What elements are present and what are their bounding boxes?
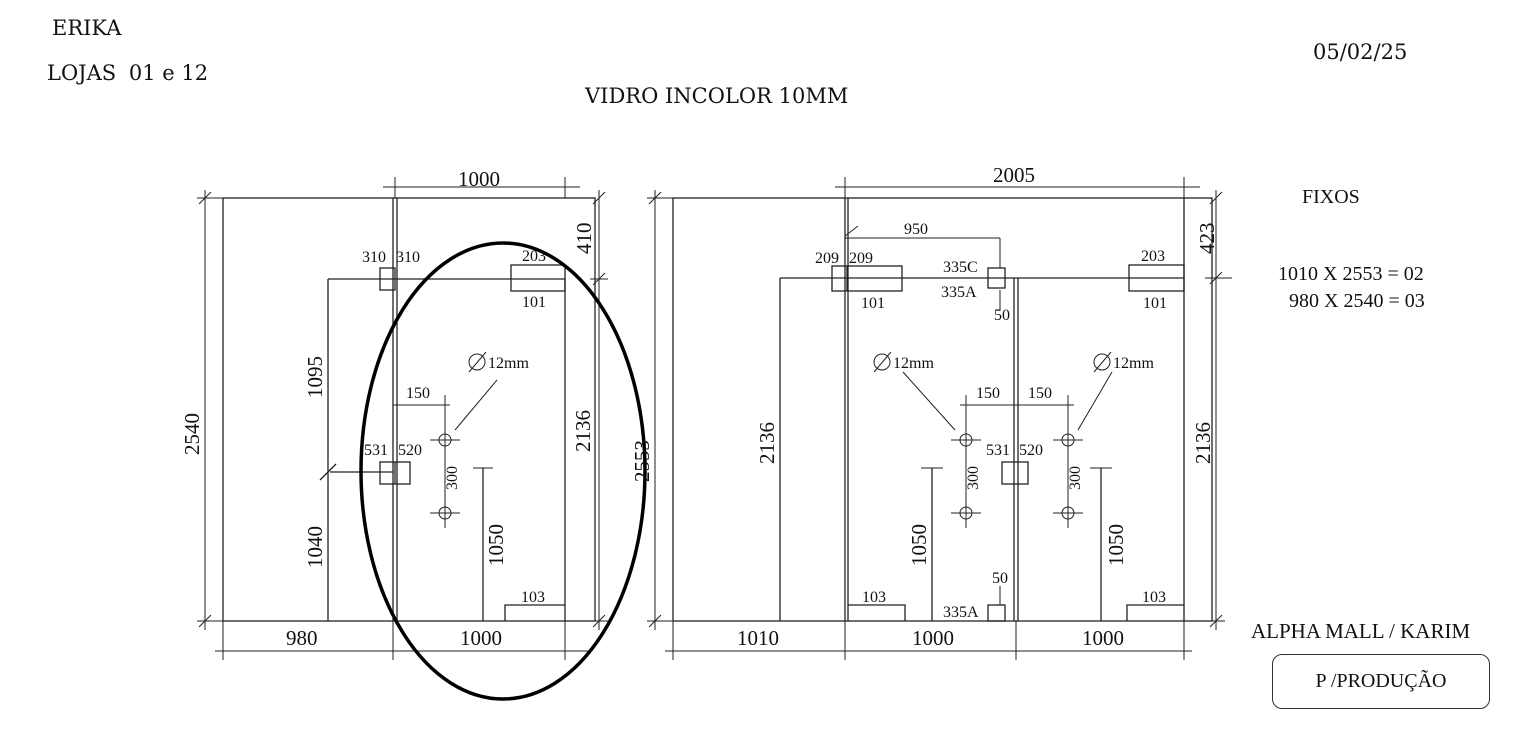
fitting-335a-bottom: 335A bbox=[943, 604, 979, 621]
right-panel-outline bbox=[672, 197, 1213, 622]
right-height-handle-left: 1050 bbox=[907, 524, 931, 566]
hole-spacing: 300 bbox=[444, 466, 461, 490]
stores-line: LOJAS 01 e 12 bbox=[47, 61, 208, 85]
fixed-title: FIXOS bbox=[1302, 186, 1360, 208]
fitting-520-right: 520 bbox=[1019, 442, 1043, 459]
diameter-icon bbox=[873, 353, 891, 371]
production-stamp: P /PRODUÇÃO bbox=[1272, 654, 1490, 709]
fitting-531: 531 bbox=[364, 442, 388, 459]
fitting-101: 101 bbox=[522, 294, 546, 311]
fixed-line-2: 980 X 2540 = 03 bbox=[1289, 290, 1425, 312]
left-top-gap: 410 bbox=[572, 223, 596, 255]
left-panel-outline bbox=[222, 197, 596, 622]
right-panel bbox=[647, 177, 1232, 660]
right-width-bottom-mid: 1000 bbox=[912, 626, 954, 650]
left-panel bbox=[197, 177, 608, 660]
left-height-lower: 1040 bbox=[303, 526, 327, 568]
fitting-310-right: 310 bbox=[396, 249, 420, 266]
hole-offset-left: 150 bbox=[976, 385, 1000, 402]
right-top-gap: 423 bbox=[1195, 223, 1219, 255]
hole-offset: 150 bbox=[406, 385, 430, 402]
left-width-bottom-right: 1000 bbox=[460, 626, 502, 650]
stores-value: 01 e 12 bbox=[128, 61, 209, 85]
fitting-103-left: 103 bbox=[862, 589, 886, 606]
left-height-total: 2540 bbox=[180, 413, 204, 455]
fitting-203-box bbox=[510, 264, 566, 292]
fitting-103: 103 bbox=[521, 589, 545, 606]
gap-50-bottom: 50 bbox=[992, 570, 1008, 587]
right-width-top: 2005 bbox=[993, 163, 1035, 187]
diameter-icon bbox=[1093, 353, 1111, 371]
hole-spacing-left: 300 bbox=[965, 466, 982, 490]
fitting-103-box bbox=[504, 604, 565, 621]
project-name: ALPHA MALL / KARIM bbox=[1251, 619, 1470, 643]
fitting-310-box bbox=[379, 267, 396, 291]
right-height-right: 2136 bbox=[1191, 422, 1215, 464]
fitting-310-left: 310 bbox=[362, 249, 386, 266]
right-height-handle-right: 1050 bbox=[1104, 524, 1128, 566]
glass-type: VIDRO INCOLOR 10MM bbox=[585, 84, 849, 108]
gap-50-top: 50 bbox=[994, 307, 1010, 324]
fitting-103-right-box bbox=[1126, 604, 1184, 621]
fitting-531-right: 531 bbox=[986, 442, 1010, 459]
fitting-103-right: 103 bbox=[1142, 589, 1166, 606]
hole-diameter: 12mm bbox=[488, 355, 529, 372]
fitting-103-left-box bbox=[848, 604, 906, 621]
right-width-bottom-right: 1000 bbox=[1082, 626, 1124, 650]
production-stamp-label: P /PRODUÇÃO bbox=[1315, 670, 1447, 692]
hole-diameter-right: 12mm bbox=[1113, 355, 1154, 372]
right-height-total: 2553 bbox=[630, 440, 654, 482]
fixed-line-1: 1010 X 2553 = 02 bbox=[1278, 263, 1424, 285]
fitting-335c-box bbox=[987, 267, 1006, 289]
stores-label: LOJAS bbox=[47, 61, 117, 85]
fitting-203-right-box bbox=[1128, 264, 1185, 292]
fitting-520: 520 bbox=[398, 442, 422, 459]
left-height-upper: 1095 bbox=[303, 356, 327, 398]
hole-offset-right: 150 bbox=[1028, 385, 1052, 402]
fitting-203-right: 203 bbox=[1141, 248, 1165, 265]
fitting-101-right: 101 bbox=[1143, 295, 1167, 312]
fitting-101-left: 101 bbox=[861, 295, 885, 312]
hole-spacing-right: 300 bbox=[1067, 466, 1084, 490]
hole-diameter-left: 12mm bbox=[893, 355, 934, 372]
right-offset-950: 950 bbox=[904, 221, 928, 238]
fitting-209-box bbox=[831, 265, 903, 292]
fitting-335a-top: 335A bbox=[941, 284, 977, 301]
left-height-right: 2136 bbox=[571, 410, 595, 452]
left-height-handle: 1050 bbox=[484, 524, 508, 566]
fitting-335a-bottom-box bbox=[987, 604, 1006, 622]
right-width-bottom-left: 1010 bbox=[737, 626, 779, 650]
fitting-209-right: 209 bbox=[849, 250, 873, 267]
fitting-531-right-box bbox=[1001, 461, 1029, 485]
fitting-335c: 335C bbox=[943, 259, 978, 276]
client-name: ERIKA bbox=[52, 16, 122, 40]
diameter-icon bbox=[468, 353, 486, 371]
highlight-ellipse bbox=[359, 241, 647, 701]
drawing-date: 05/02/25 bbox=[1313, 40, 1408, 64]
right-height-left: 2136 bbox=[755, 422, 779, 464]
left-width-top: 1000 bbox=[458, 167, 500, 191]
left-width-bottom-left: 980 bbox=[286, 626, 318, 650]
fitting-209-left: 209 bbox=[815, 250, 839, 267]
